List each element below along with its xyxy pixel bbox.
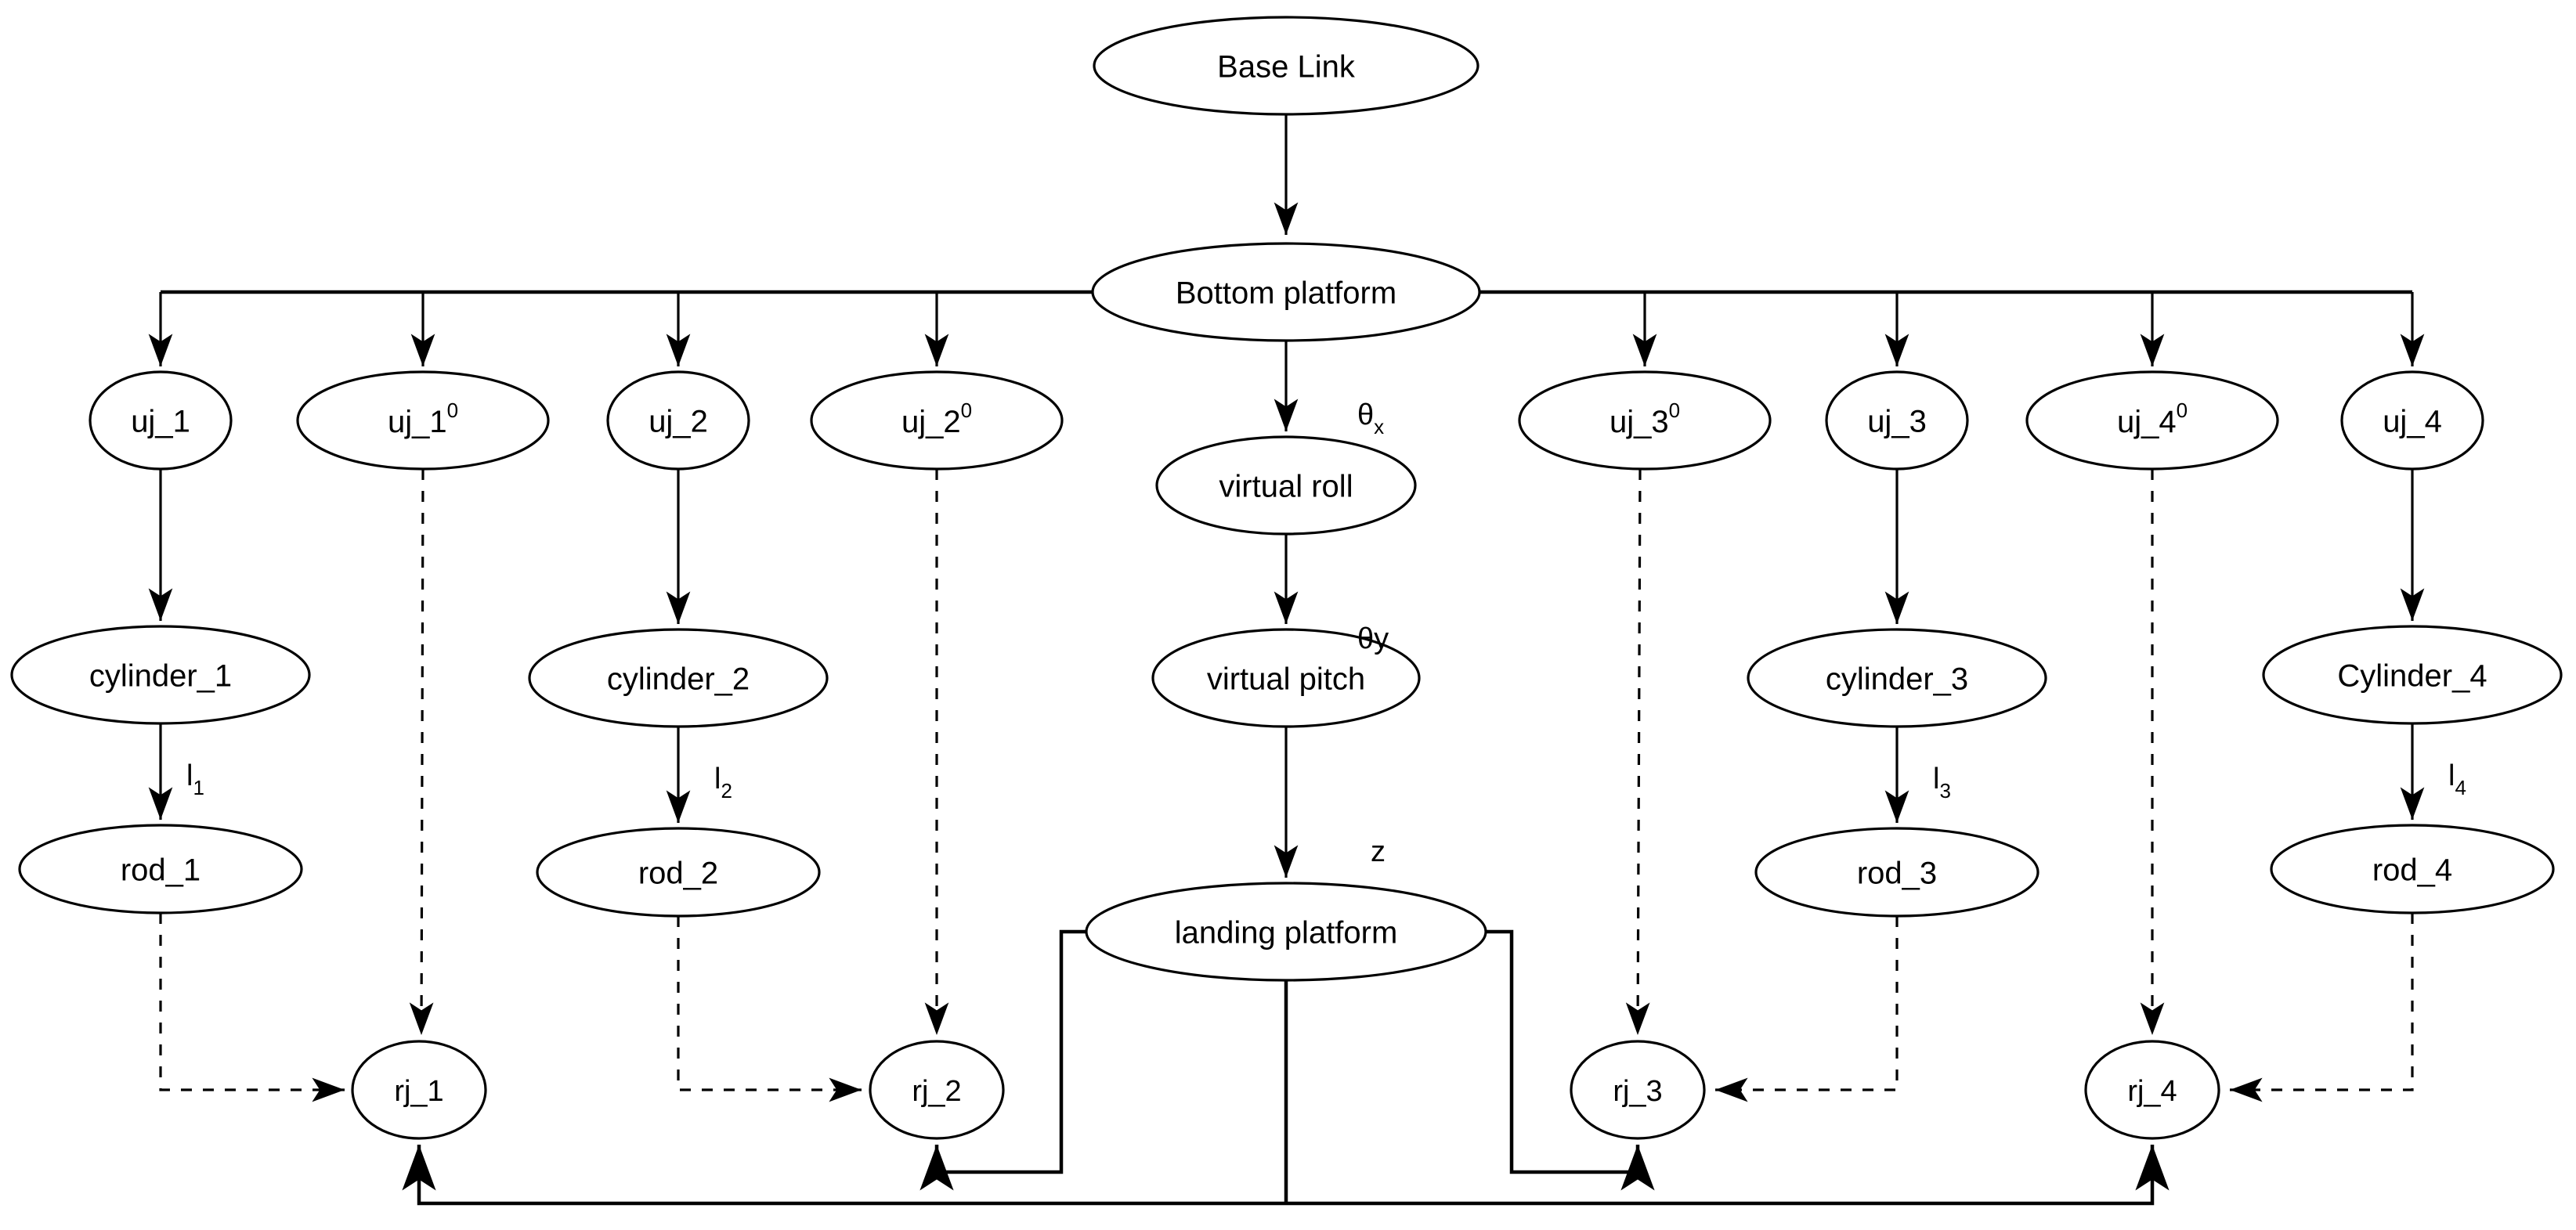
node-shape	[1091, 242, 1481, 342]
edge-label-z: z	[1371, 835, 1386, 868]
node-shape	[1151, 628, 1421, 728]
node-uj-4[interactable]: uj_4	[2340, 370, 2484, 471]
node-landing-platform[interactable]: landing platform	[1085, 882, 1487, 982]
node-rod-2[interactable]: rod_2	[536, 827, 821, 918]
node-uj-3[interactable]: uj_3	[1825, 370, 1969, 471]
edge-label-theta-y: θy	[1357, 622, 1389, 655]
node-bottom-platform[interactable]: Bottom platform	[1091, 242, 1481, 342]
node-rj-3[interactable]: rj_3	[1570, 1040, 1706, 1140]
node-label: rj_2	[912, 1075, 961, 1108]
node-shape	[1093, 16, 1479, 116]
node-label: cylinder_3	[1826, 662, 1968, 697]
node-shape	[351, 1040, 487, 1140]
node-label: uj_10	[388, 399, 458, 439]
edge-landing-platform-to-rj-2	[919, 929, 1086, 1191]
edge-layer	[148, 114, 2425, 1206]
node-cylinder-3[interactable]: cylinder_3	[1747, 628, 2047, 728]
node-label: uj_40	[2117, 399, 2188, 439]
node-label: rj_4	[2127, 1075, 2177, 1108]
node-label: uj_3	[1867, 405, 1927, 439]
node-label: cylinder_1	[89, 659, 232, 694]
node-label: rod_1	[121, 853, 201, 888]
edge-label-l-3: l3	[1933, 763, 1951, 803]
node-uj-2-0[interactable]: uj_20	[810, 370, 1064, 471]
node-shape	[1570, 1040, 1706, 1140]
node-label: uj_20	[901, 399, 972, 439]
edge-rod-1-to-rj-1	[159, 913, 345, 1102]
edge-rod-2-to-rj-2	[677, 916, 862, 1102]
node-label: uj_30	[1610, 399, 1680, 439]
node-label: uj_4	[2383, 405, 2442, 439]
edge-landing-bus-to-rj-4	[1286, 1145, 2170, 1206]
node-label: virtual roll	[1219, 470, 1353, 504]
node-shape	[296, 370, 550, 471]
node-shape	[18, 824, 303, 914]
node-rj-1[interactable]: rj_1	[351, 1040, 487, 1140]
node-virtual-roll[interactable]: virtual roll	[1155, 435, 1417, 536]
node-label: Bottom platform	[1176, 276, 1396, 311]
edge-rod-4-to-rj-4	[2230, 913, 2414, 1102]
edge-landing-bus-to-rj-1	[402, 1145, 1286, 1206]
node-shape	[2262, 625, 2563, 725]
node-shape	[1518, 370, 1772, 471]
node-shape	[1754, 827, 2039, 918]
node-shape	[1155, 435, 1417, 536]
node-label: cylinder_2	[607, 662, 750, 697]
edge-label-l-1: l1	[186, 759, 204, 799]
node-shape	[2270, 824, 2555, 914]
node-shape	[810, 370, 1064, 471]
node-shape	[869, 1040, 1005, 1140]
edge-rod-3-to-rj-3	[1715, 916, 1899, 1102]
node-shape	[10, 625, 311, 725]
node-base-link[interactable]: Base Link	[1093, 16, 1479, 116]
node-uj-3-0[interactable]: uj_30	[1518, 370, 1772, 471]
edge-uj-3-0-to-rj-3	[1625, 468, 1650, 1036]
edge-label-l-4: l4	[2448, 759, 2466, 799]
node-cylinder-2[interactable]: cylinder_2	[528, 628, 829, 728]
node-label: uj_2	[649, 405, 708, 439]
node-label: virtual pitch	[1207, 662, 1365, 697]
edge-landing-platform-to-rj-3	[1486, 929, 1655, 1191]
node-uj-1-0[interactable]: uj_10	[296, 370, 550, 471]
node-rod-3[interactable]: rod_3	[1754, 827, 2039, 918]
node-rj-2[interactable]: rj_2	[869, 1040, 1005, 1140]
node-shape	[606, 370, 750, 471]
node-label: rod_2	[638, 857, 718, 891]
node-rj-4[interactable]: rj_4	[2084, 1040, 2220, 1140]
node-shape	[528, 628, 829, 728]
node-shape	[2340, 370, 2484, 471]
node-shape	[1825, 370, 1969, 471]
node-shape	[2025, 370, 2279, 471]
node-shape	[2084, 1040, 2220, 1140]
node-label: rj_1	[394, 1075, 443, 1108]
node-cylinder-4[interactable]: Cylinder_4	[2262, 625, 2563, 725]
node-layer: Base Link Bottom platform uj_1 uj_10 uj_…	[10, 16, 2563, 1140]
node-label: Base Link	[1217, 50, 1356, 85]
edge-label-layer: θx θy z l1 l2 l3 l4	[186, 399, 2466, 868]
node-cylinder-1[interactable]: cylinder_1	[10, 625, 311, 725]
node-shape	[89, 370, 233, 471]
node-label: Cylinder_4	[2337, 659, 2487, 694]
node-shape	[1747, 628, 2047, 728]
node-uj-4-0[interactable]: uj_40	[2025, 370, 2279, 471]
node-virtual-pitch[interactable]: virtual pitch	[1151, 628, 1421, 728]
node-label: rj_3	[1613, 1075, 1662, 1108]
node-label: rod_3	[1857, 857, 1937, 891]
node-label: rod_4	[2372, 853, 2452, 888]
edge-uj-1-0-to-rj-1	[409, 468, 434, 1036]
node-uj-1[interactable]: uj_1	[89, 370, 233, 471]
node-shape	[536, 827, 821, 918]
edge-label-theta-x: θx	[1357, 399, 1384, 438]
node-label: landing platform	[1175, 916, 1398, 950]
node-rod-1[interactable]: rod_1	[18, 824, 303, 914]
node-shape	[1085, 882, 1487, 982]
node-label: uj_1	[131, 405, 190, 439]
node-uj-2[interactable]: uj_2	[606, 370, 750, 471]
edge-label-l-2: l2	[714, 763, 732, 803]
node-rod-4[interactable]: rod_4	[2270, 824, 2555, 914]
